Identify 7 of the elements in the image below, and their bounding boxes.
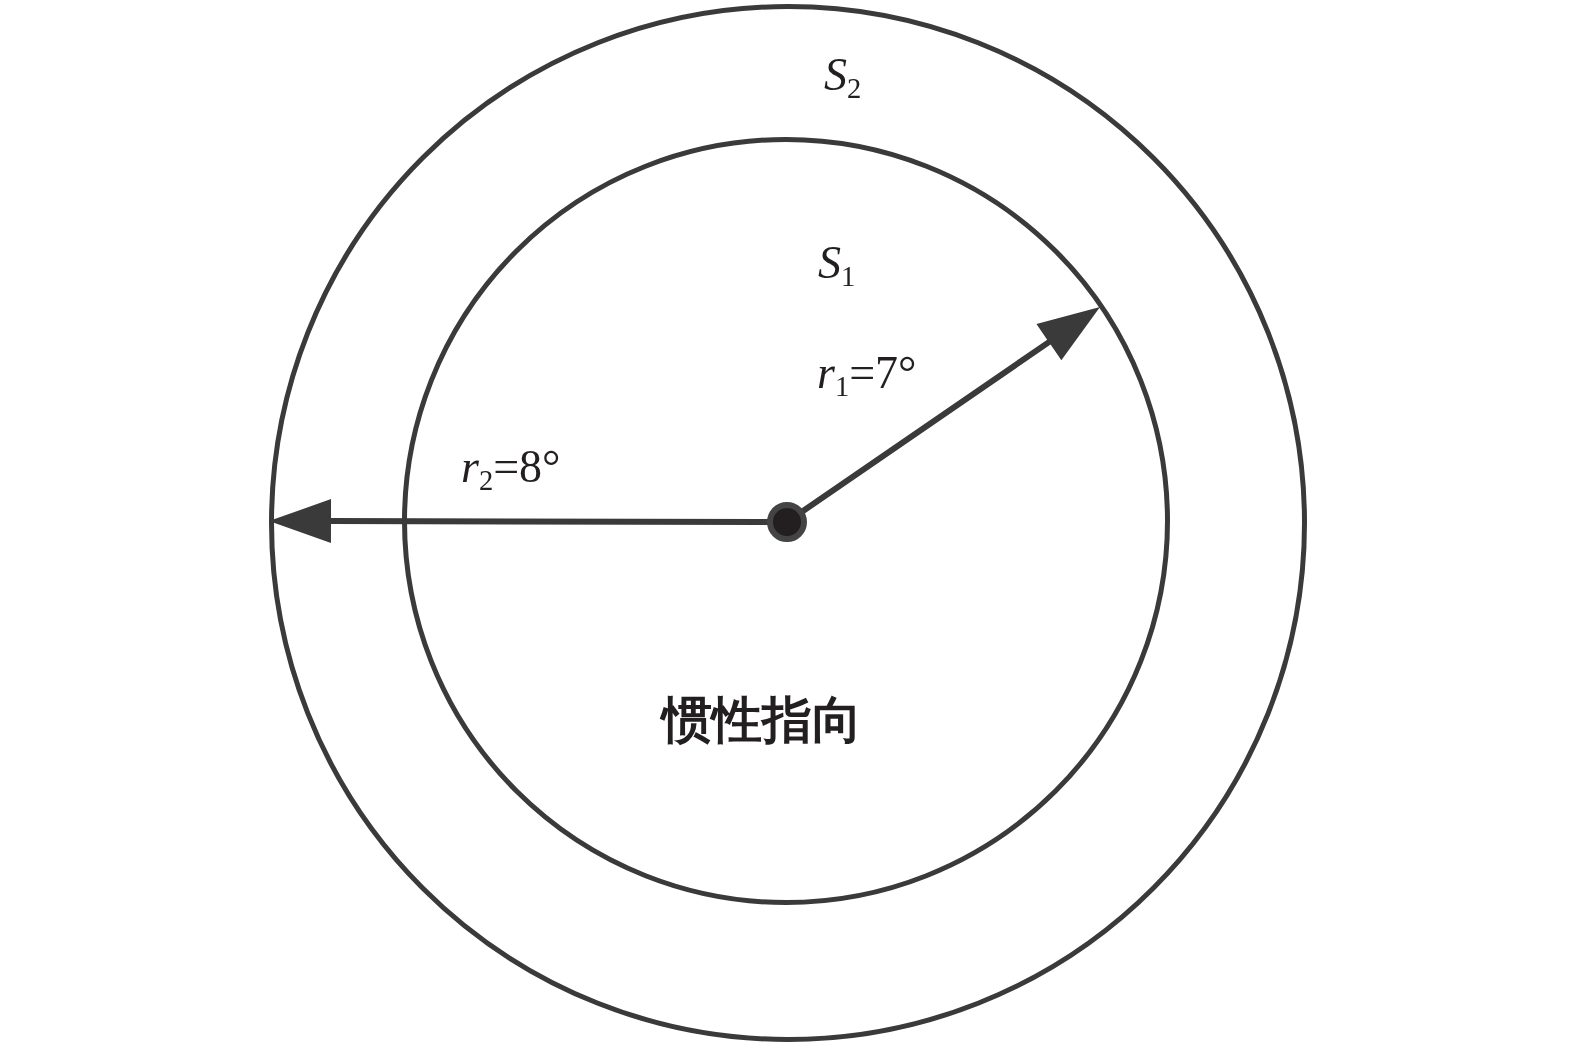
inner-circle [402,137,1170,905]
outer-circle [269,4,1307,1042]
dimension-label: r$_{2}$=8° [461,444,561,490]
region-label: S$_{2}$ [824,52,862,98]
region-label: S$_{1}$ [818,240,856,286]
region-label: 惯性指向 [662,695,862,745]
dimension-label: r$_{1}$=7° [817,350,917,396]
